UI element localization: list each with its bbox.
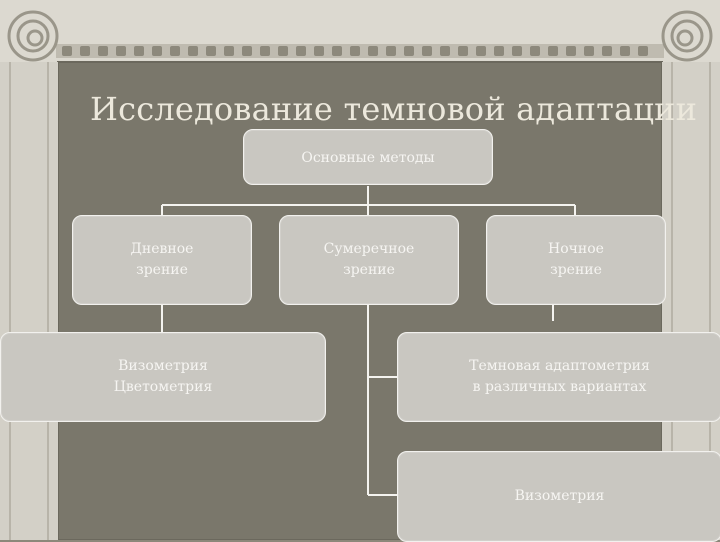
node-day-vision: Дневное зрение: [72, 215, 252, 305]
node-day-vision-label: Дневное зрение: [130, 241, 194, 278]
node-twilight-vision-label: Сумеречное зрение: [323, 241, 415, 278]
node-dark-adaptometry: Темновая адаптометрия в различных вариан…: [397, 332, 720, 422]
node-night-vision-label: Ночное зрение: [548, 241, 604, 278]
node-main-methods-label: Основные методы: [301, 150, 435, 166]
slide-title: Исследование темновой адаптации: [90, 90, 698, 128]
node-twilight-vision: Сумеречное зрение: [279, 215, 459, 305]
node-night-vision: Ночное зрение: [486, 215, 666, 305]
node-main-methods: Основные методы: [243, 129, 493, 185]
node-dark-adaptometry-label: Темновая адаптометрия в различных вариан…: [469, 358, 650, 395]
node-visometry: Визометрия: [397, 451, 720, 542]
node-visometry-label: Визометрия: [514, 488, 605, 504]
node-day-methods: Визометрия Цветометрия: [0, 332, 326, 422]
node-day-methods-label: Визометрия Цветометрия: [113, 358, 213, 395]
